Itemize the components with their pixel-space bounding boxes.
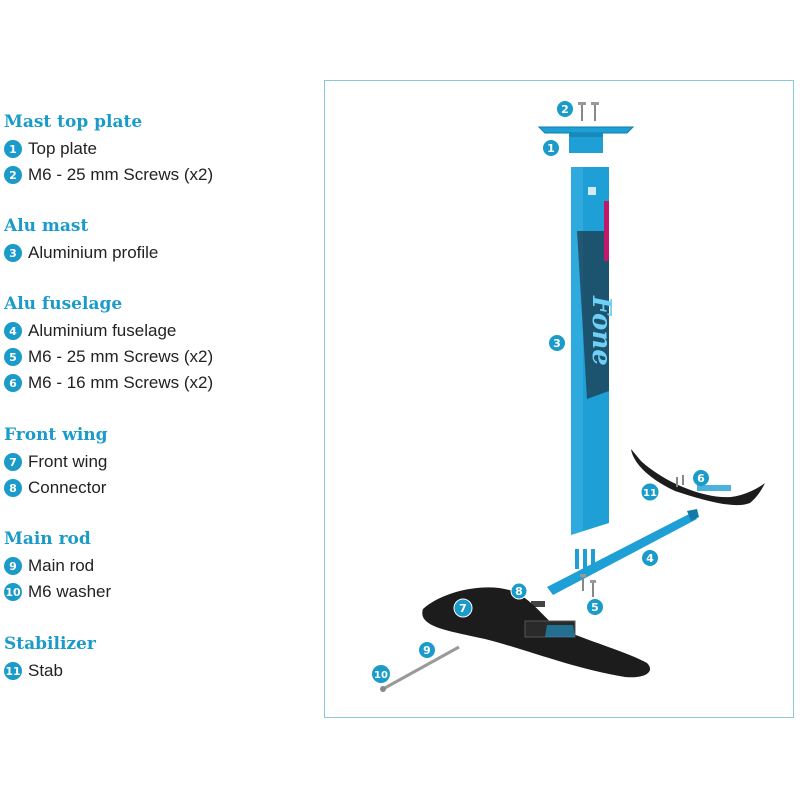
callout-10: 10 <box>372 665 390 683</box>
section-title: Alu mast <box>4 216 89 236</box>
main-rod <box>380 645 460 692</box>
exploded-diagram-svg: Fone <box>372 101 765 692</box>
legend-label: Aluminium fuselage <box>28 321 177 340</box>
legend-label: M6 - 25 mm Screws (x2) <box>28 165 214 184</box>
legend-item: 6 M6 - 16 mm Screws (x2) <box>4 372 213 394</box>
fuselage <box>547 509 699 595</box>
number-badge: 6 <box>4 374 22 392</box>
legend-item: 3 Aluminium profile <box>4 242 158 264</box>
callout-2: 2 <box>557 101 573 117</box>
legend-item: 10 M6 washer <box>4 581 111 603</box>
exploded-diagram: Fone <box>324 80 794 718</box>
callout-7: 7 <box>453 598 473 618</box>
number-badge: 7 <box>4 453 22 471</box>
legend-item: 2 M6 - 25 mm Screws (x2) <box>4 164 213 186</box>
section-title: Front wing <box>4 425 108 445</box>
legend-label: Connector <box>28 478 107 497</box>
svg-text:2: 2 <box>561 103 569 116</box>
stabilizer <box>631 449 765 506</box>
legend-label: M6 - 25 mm Screws (x2) <box>28 347 214 366</box>
section-title: Mast top plate <box>4 112 143 132</box>
legend-label: M6 washer <box>28 582 112 601</box>
callout-11: 11 <box>640 482 660 502</box>
svg-text:1: 1 <box>547 142 555 155</box>
callout-6: 6 <box>693 470 709 486</box>
mast: Fone <box>571 167 616 535</box>
legend-label: Top plate <box>28 139 97 158</box>
svg-text:11: 11 <box>643 488 657 499</box>
top-plate <box>537 126 635 153</box>
legend-item: 9 Main rod <box>4 555 94 577</box>
legend-label: M6 - 16 mm Screws (x2) <box>28 373 214 392</box>
number-badge: 5 <box>4 348 22 366</box>
section-title: Stabilizer <box>4 634 96 654</box>
callout-4: 4 <box>642 550 658 566</box>
section-title: Alu fuselage <box>4 294 123 314</box>
front-wing <box>422 587 651 678</box>
svg-text:6: 6 <box>697 472 705 485</box>
legend-item: 4 Aluminium fuselage <box>4 320 176 342</box>
number-badge: 1 <box>4 140 22 158</box>
legend-item: 1 Top plate <box>4 138 97 160</box>
number-badge: 11 <box>4 662 22 680</box>
callout-1: 1 <box>543 140 559 156</box>
section-title: Main rod <box>4 529 91 549</box>
callout-9: 9 <box>419 642 435 658</box>
number-badge: 8 <box>4 479 22 497</box>
connector <box>531 601 545 607</box>
svg-text:5: 5 <box>591 601 599 614</box>
svg-text:3: 3 <box>553 337 561 350</box>
svg-text:9: 9 <box>423 644 431 657</box>
legend-label: Stab <box>28 661 63 680</box>
legend-item: 5 M6 - 25 mm Screws (x2) <box>4 346 213 368</box>
legend-label: Aluminium profile <box>28 243 159 262</box>
callout-5: 5 <box>587 599 603 615</box>
number-badge: 3 <box>4 244 22 262</box>
legend-item: 7 Front wing <box>4 451 107 473</box>
top-plate-screws <box>578 102 599 121</box>
callout-8: 8 <box>510 582 528 600</box>
callout-3: 3 <box>549 335 565 351</box>
legend-label: Main rod <box>28 556 95 575</box>
number-badge: 10 <box>4 583 22 601</box>
legend-label: Front wing <box>28 452 108 471</box>
svg-text:4: 4 <box>646 552 654 565</box>
svg-text:10: 10 <box>374 670 388 681</box>
legend-item: 8 Connector <box>4 477 106 499</box>
number-badge: 4 <box>4 322 22 340</box>
svg-text:7: 7 <box>459 602 467 615</box>
number-badge: 2 <box>4 166 22 184</box>
number-badge: 9 <box>4 557 22 575</box>
svg-text:8: 8 <box>515 585 523 598</box>
fuselage-screws <box>580 574 596 597</box>
legend-item: 11 Stab <box>4 660 63 682</box>
parts-legend: Mast top plate 1 Top plate 2 M6 - 25 mm … <box>0 0 320 800</box>
mast-logo: Fone <box>586 295 616 366</box>
